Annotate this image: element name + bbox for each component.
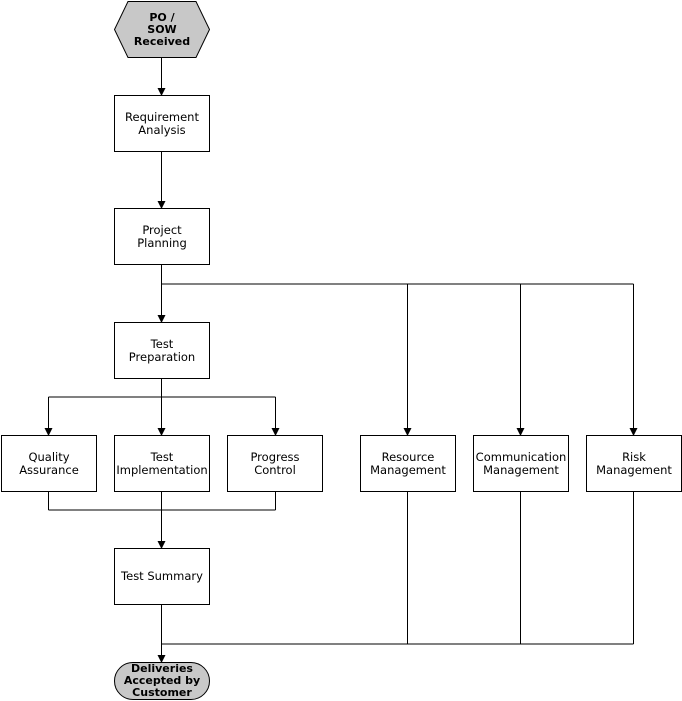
project-planning-box: Project Planning bbox=[114, 208, 210, 265]
risk-management-box: Risk Management bbox=[586, 435, 682, 492]
test-summary-box: Test Summary bbox=[114, 548, 210, 605]
test-implementation-box: Test Implementation bbox=[114, 435, 210, 492]
communication-management-label: Communication Management bbox=[475, 449, 567, 477]
resource-management-label: Resource Management bbox=[370, 449, 446, 477]
test-implementation-label: Test Implementation bbox=[116, 449, 208, 477]
communication-management-box: Communication Management bbox=[473, 435, 569, 492]
requirement-analysis-label: Requirement Analysis bbox=[125, 109, 199, 137]
progress-control-label: Progress Control bbox=[250, 449, 300, 477]
end-label: Deliveries Accepted by Customer bbox=[123, 662, 201, 699]
hexagon-shape bbox=[114, 1, 210, 58]
project-planning-label: Project Planning bbox=[137, 222, 187, 250]
end-terminal: Deliveries Accepted by Customer bbox=[114, 662, 210, 700]
progress-control-box: Progress Control bbox=[227, 435, 323, 492]
test-preparation-label: Test Preparation bbox=[128, 336, 196, 364]
requirement-analysis-box: Requirement Analysis bbox=[114, 95, 210, 152]
test-preparation-box: Test Preparation bbox=[114, 322, 210, 379]
quality-assurance-box: Quality Assurance bbox=[1, 435, 97, 492]
start-label: PO / SOW Received bbox=[133, 10, 191, 48]
risk-management-label: Risk Management bbox=[596, 449, 672, 477]
start-terminal: PO / SOW Received bbox=[114, 1, 210, 58]
resource-management-box: Resource Management bbox=[360, 435, 456, 492]
quality-assurance-label: Quality Assurance bbox=[19, 449, 79, 477]
test-summary-label: Test Summary bbox=[121, 569, 203, 583]
